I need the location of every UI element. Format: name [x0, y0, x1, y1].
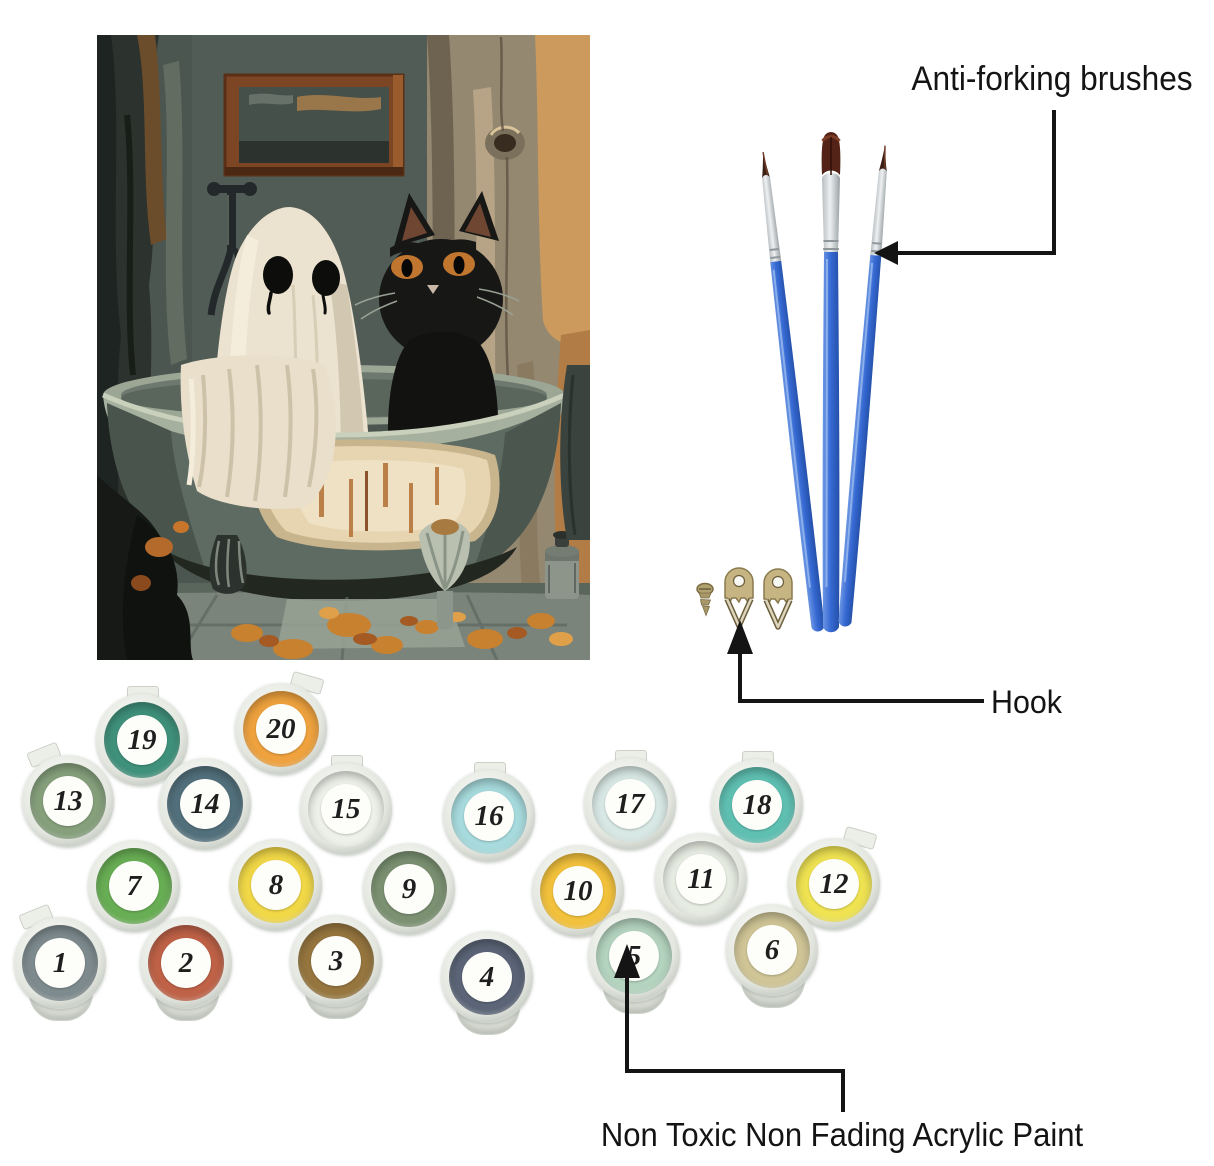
pot-number-label: 13 — [43, 776, 93, 826]
pot-number-label: 1 — [35, 938, 85, 988]
paint-pot-8: 8 — [230, 839, 322, 931]
hanging-hooks — [685, 552, 815, 657]
hooks-graphic — [696, 567, 793, 630]
paint-pot-5: 5 — [588, 910, 680, 1014]
pot-number-label: 8 — [251, 860, 301, 910]
paint-pot-17: 17 — [584, 750, 676, 850]
pot-number-label: 16 — [464, 791, 514, 841]
paint-pot-1: 1 — [14, 903, 106, 1021]
paint-pot-16: 16 — [443, 762, 535, 862]
pot-number-label: 19 — [117, 715, 167, 765]
pot-lid: 5 — [588, 910, 680, 1002]
pot-lid: 12 — [788, 838, 880, 930]
tub-shell-foot — [419, 519, 470, 630]
brushes-callout-label: Anti-forking brushes — [911, 60, 1193, 98]
pot-number-label: 17 — [605, 779, 655, 829]
hook-callout-arrow — [738, 650, 984, 703]
pot-lid: 8 — [230, 839, 322, 931]
pot-lid: 20 — [235, 683, 327, 775]
pot-number-label: 2 — [161, 938, 211, 988]
pot-number-label: 5 — [609, 931, 659, 981]
pot-lid: 14 — [159, 758, 251, 850]
canister — [545, 531, 579, 599]
paint-pot-10: 10 — [532, 845, 624, 937]
pot-number-label: 6 — [747, 925, 797, 975]
pot-number-label: 14 — [180, 779, 230, 829]
brushes-graphic — [762, 132, 887, 633]
paint-brushes — [740, 108, 920, 638]
painting-ghost-cat-bathtub — [97, 35, 590, 661]
d-ring-hanger — [763, 568, 793, 630]
paint-pot-2: 2 — [140, 917, 232, 1021]
pot-lid: 9 — [363, 843, 455, 935]
pot-lid: 3 — [290, 915, 382, 1007]
pot-lid: 18 — [711, 759, 803, 851]
autumn-leaves — [231, 613, 555, 659]
pot-lid: 7 — [88, 840, 180, 932]
brush-flat-shader — [821, 132, 841, 633]
pot-number-label: 15 — [321, 784, 371, 834]
painting-artwork — [97, 35, 590, 661]
pot-number-label: 18 — [732, 780, 782, 830]
paint-pot-11: 11 — [655, 833, 747, 925]
pot-lid: 15 — [300, 763, 392, 855]
paint-pot-12: 12 — [788, 825, 880, 930]
pot-lid: 17 — [584, 758, 676, 850]
paint-pot-9: 9 — [363, 843, 455, 935]
tub-claw-foot — [209, 535, 247, 594]
pot-number-label: 9 — [384, 864, 434, 914]
hook-callout-label: Hook — [991, 684, 1062, 720]
pot-lid: 1 — [14, 917, 106, 1009]
paint-pot-4: 4 — [441, 931, 533, 1035]
pot-lid: 4 — [441, 931, 533, 1023]
pot-lid: 16 — [443, 770, 535, 862]
brush-fine-liner-right — [838, 145, 887, 627]
paint-pot-19: 19 — [96, 686, 188, 786]
pot-lid: 10 — [532, 845, 624, 937]
pot-lid: 13 — [22, 755, 114, 847]
pot-lid: 2 — [140, 917, 232, 1009]
paint-pot-20: 20 — [235, 670, 327, 775]
paint-pot-15: 15 — [300, 755, 392, 855]
pot-number-label: 3 — [311, 936, 361, 986]
brush-fine-liner-left — [762, 152, 825, 632]
pot-number-label: 11 — [676, 854, 726, 904]
pot-number-label: 7 — [109, 861, 159, 911]
pot-number-label: 12 — [809, 859, 859, 909]
pot-lid: 11 — [655, 833, 747, 925]
paint-pot-7: 7 — [88, 840, 180, 932]
paint-pot-14: 14 — [159, 758, 251, 850]
pot-number-label: 10 — [553, 866, 603, 916]
paint-pot-3: 3 — [290, 915, 382, 1019]
screw — [696, 582, 714, 617]
pot-number-label: 4 — [462, 952, 512, 1002]
d-ring-hanger — [724, 567, 754, 629]
paint-pot-6: 6 — [726, 904, 818, 1008]
paint-pot-13: 13 — [22, 741, 114, 847]
wall-frame — [223, 73, 405, 177]
pot-lid: 6 — [726, 904, 818, 996]
pot-number-label: 20 — [256, 704, 306, 754]
paint-callout-label: Non Toxic Non Fading Acrylic Paint — [600, 1116, 1084, 1153]
paint-pot-18: 18 — [711, 751, 803, 851]
